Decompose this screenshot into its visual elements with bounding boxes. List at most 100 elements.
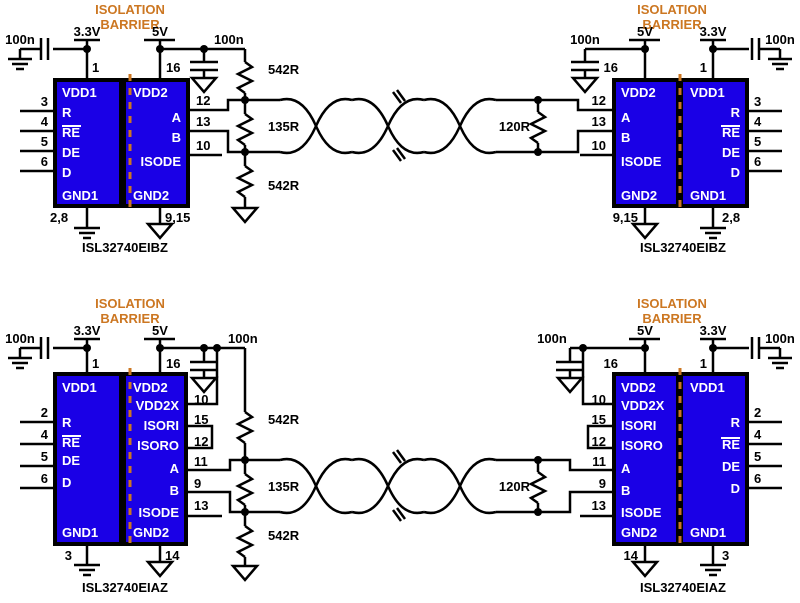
ic-bottom-left-pin-num-gnd2: 14	[165, 548, 180, 563]
ic-bottom-right-pin-num-9: 9	[599, 476, 606, 491]
ic-bottom-right-pin-num-gnd2: 14	[624, 548, 639, 563]
ic-bottom-left-pin-num-4: 4	[41, 427, 49, 442]
ic-bottom-left-pin-label-R: R	[62, 415, 72, 430]
ic-top-right-pin-label-A: A	[621, 110, 631, 125]
ic-top-left-pin-num-4: 4	[41, 114, 49, 129]
ic-bottom-left-secondary-block	[126, 376, 184, 542]
ic-bottom-right-pin-num-4: 4	[754, 427, 762, 442]
ic-top-right-pin-num-1: 1	[700, 60, 707, 75]
ic-top-left-vdd2-label: VDD2	[133, 85, 168, 100]
ic-bottom-right-pin-num-6: 6	[754, 471, 761, 486]
ic-bottom-right-pin-label-B: B	[621, 483, 630, 498]
twisted-pair-top	[279, 89, 538, 162]
ic-bottom-right-pin-label-VDD2X: VDD2X	[621, 398, 665, 413]
ic-bottom-left-pin-num-13: 13	[194, 498, 208, 513]
isolation-label-bottom-left-line2: BARRIER	[100, 311, 160, 326]
ic-top-right[interactable]: VDD2 VDD1 GND2 GND1 A B ISODE R RE DE D	[612, 74, 749, 212]
ic-bottom-right-pin-num-11: 11	[592, 454, 606, 469]
ic-top-right-pin-num-6: 6	[754, 154, 761, 169]
ic-top-right-gnd1-label: GND1	[690, 188, 726, 203]
ic-bottom-right[interactable]: VDD2 VDD1 GND2 GND1 VDD2X ISORI ISORO A …	[612, 368, 749, 550]
supply-label-top-left-5v: 5V	[152, 24, 168, 39]
ic-bottom-right-pin-num-13: 13	[592, 498, 606, 513]
ic-top-left-pin-label-R: R	[62, 105, 72, 120]
ic-bottom-left-pin-num-1: 1	[92, 356, 99, 371]
gnd-bottom-right-primary	[700, 546, 726, 577]
gnd-bottom-right-secondary	[630, 546, 660, 578]
part-number-top-left: ISL32740EIBZ	[82, 240, 168, 255]
ic-top-right-pin-label-RE: RE	[722, 125, 740, 140]
gnd-bottom-left-secondary	[145, 546, 175, 578]
ic-top-left-pin-num-12: 12	[196, 93, 210, 108]
resistor-label-top-pullup: 542R	[268, 62, 300, 77]
ic-top-left-vdd1-label: VDD1	[62, 85, 97, 100]
ic-top-left-gnd1-label: GND1	[62, 188, 98, 203]
supply-label-top-right-33v: 3.3V	[700, 24, 727, 39]
ic-top-right-bus-wires	[538, 98, 612, 157]
ic-top-left-secondary-block	[126, 82, 186, 204]
isolation-label-bottom-right-line1: ISOLATION	[637, 296, 707, 311]
supply-bottom-right-5v	[555, 337, 660, 394]
isolation-label-bottom-right-line2: BARRIER	[642, 311, 702, 326]
ic-bottom-left-vdd2-label: VDD2	[133, 380, 168, 395]
ic-top-right-pin-num-16: 16	[604, 60, 618, 75]
ic-bottom-right-gnd2-label: GND2	[621, 525, 657, 540]
junction-top-left-33v	[83, 45, 91, 53]
ic-bottom-right-pin-num-12: 12	[592, 434, 606, 449]
ic-bottom-right-pin-num-gnd1: 3	[722, 548, 729, 563]
junction-bottom-left-5v	[156, 344, 164, 352]
ic-top-right-pin-num-gnd1: 2,8	[722, 210, 740, 225]
ic-top-left-bus-wires	[190, 98, 280, 157]
junction-bottom-right-vdd2x	[579, 344, 587, 352]
supply-bottom-left-5v	[144, 337, 245, 406]
ic-top-left-pin-label-B: B	[172, 130, 181, 145]
ic-bottom-left-pin-num-16: 16	[166, 356, 180, 371]
ic-bottom-right-primary-block	[683, 376, 745, 542]
cap-label-top-left-outer: 100n	[5, 32, 35, 47]
ic-bottom-left-pin-label-DE: DE	[62, 453, 80, 468]
ic-top-right-pin-num-gnd2: 9,15	[613, 210, 638, 225]
ic-bottom-right-vdd2-label: VDD2	[621, 380, 656, 395]
resistor-network-top	[230, 49, 260, 224]
ic-top-right-pin-label-D: D	[731, 165, 740, 180]
ic-top-left-primary-block	[57, 82, 119, 204]
gnd-top-left-primary	[74, 208, 100, 240]
ic-bottom-left-primary-block	[57, 376, 119, 542]
resistor-label-bottom-pulldown: 542R	[268, 528, 300, 543]
ic-bottom-left-pin-label-VDD2X: VDD2X	[136, 398, 180, 413]
junction-top-res-b	[241, 148, 249, 156]
ic-bottom-right-pin-num-2: 2	[754, 405, 761, 420]
supply-label-bottom-left-33v: 3.3V	[74, 323, 101, 338]
cap-label-top-left-inner: 100n	[214, 32, 244, 47]
ic-bottom-right-vdd1-label: VDD1	[690, 380, 725, 395]
ic-bottom-right-gnd1-label: GND1	[690, 525, 726, 540]
ic-bottom-left-pin-label-B: B	[170, 483, 179, 498]
ic-top-right-logic-wires	[749, 109, 782, 173]
ic-bottom-left[interactable]: VDD1 VDD2 GND1 GND2 R RE DE D VDD2X ISOR…	[53, 368, 188, 550]
junction-top-right-33v	[709, 45, 717, 53]
twisted-pair-bottom	[279, 449, 538, 522]
ic-top-right-pin-num-3: 3	[754, 94, 761, 109]
ic-top-left-pin-num-gnd2: 9,15	[165, 210, 190, 225]
ic-top-right-vdd1-label: VDD1	[690, 85, 725, 100]
ic-top-right-pin-label-R: R	[731, 105, 741, 120]
ic-top-left[interactable]: VDD1 VDD2 GND1 GND2 R RE DE D A B ISODE	[53, 74, 190, 212]
ic-top-left-pin-num-5: 5	[41, 134, 48, 149]
ic-top-right-secondary-block	[616, 82, 676, 204]
cap-label-bottom-right-outer: 100n	[765, 331, 795, 346]
ic-bottom-right-pin-label-RE: RE	[722, 437, 740, 452]
resistor-label-bottom-pullup: 542R	[268, 412, 300, 427]
ic-bottom-right-pin-label-R: R	[731, 415, 741, 430]
ic-bottom-left-pin-num-5: 5	[41, 449, 48, 464]
junction-top-left-5v	[156, 45, 164, 53]
junction-bottom-left-33v	[83, 344, 91, 352]
ic-bottom-right-pin-label-ISORO: ISORO	[621, 438, 663, 453]
ic-bottom-left-pin-num-9: 9	[194, 476, 201, 491]
ic-top-right-vdd2-label: VDD2	[621, 85, 656, 100]
circuit-top: ISOLATION BARRIER ISOLATION BARRIER VDD1…	[5, 2, 795, 255]
ic-top-right-pin-label-ISODE: ISODE	[621, 154, 662, 169]
junction-top-left-cap	[200, 45, 208, 53]
ic-top-left-pin-num-gnd1: 2,8	[50, 210, 68, 225]
ic-bottom-left-gnd1-label: GND1	[62, 525, 98, 540]
